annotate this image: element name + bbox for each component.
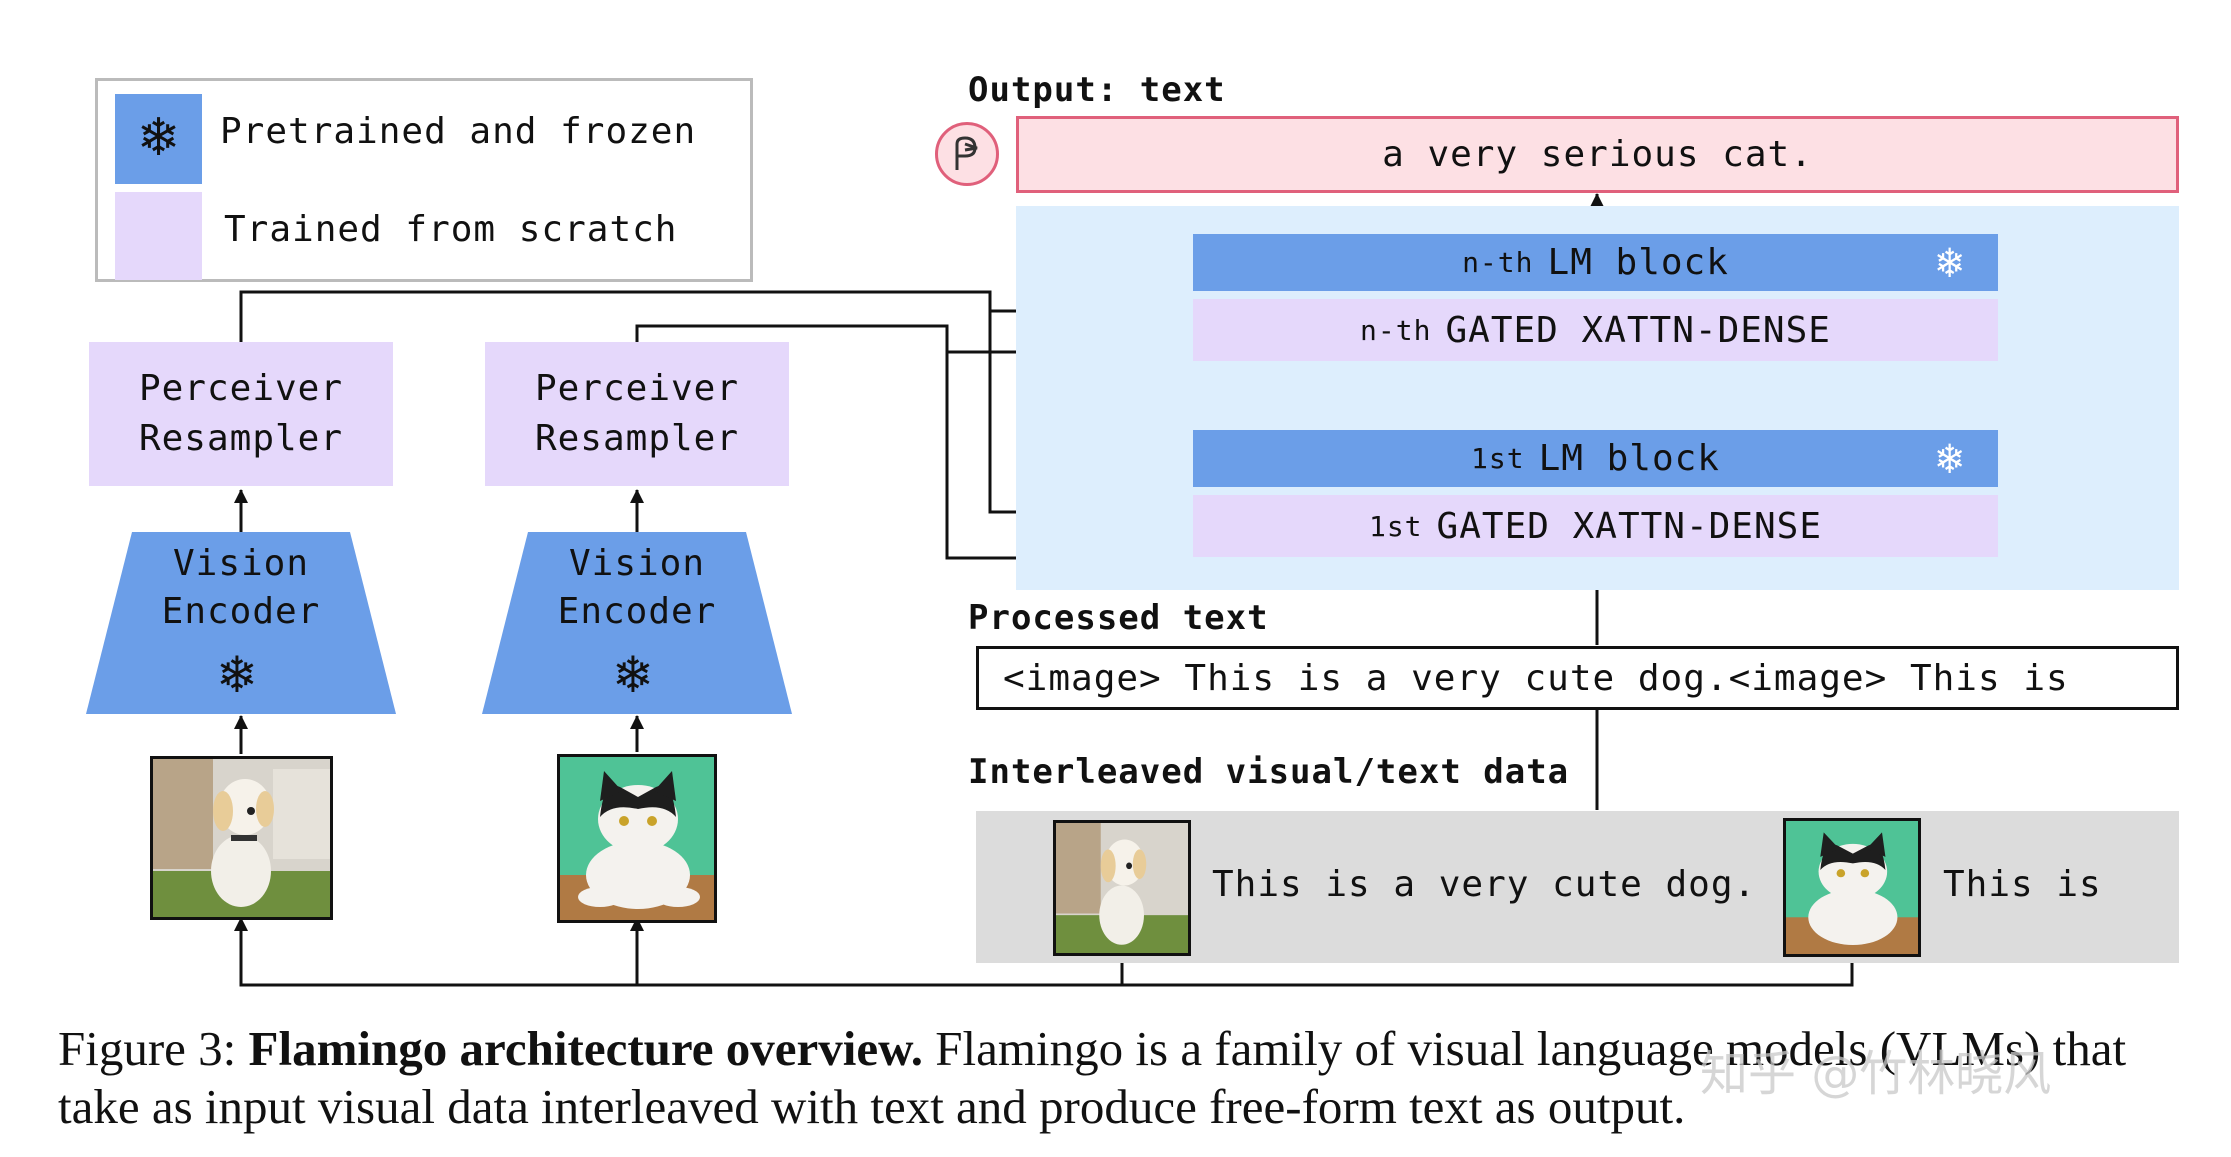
caption-figure-number: Figure 3:: [58, 1021, 237, 1076]
nth-gated-xattn-dense: n-th GATED XATTN-DENSE: [1193, 299, 1998, 361]
vision-encoder-mid: Vision Encoder: [557, 543, 717, 632]
caption-bold: Flamingo architecture overview.: [248, 1021, 924, 1076]
legend: ❄ Pretrained and frozen Trained from scr…: [95, 78, 753, 282]
flamingo-logo-icon: [935, 122, 999, 186]
vision-encoder-mid-shape: [482, 532, 792, 714]
nth-prefix: n-th: [1360, 313, 1432, 347]
first-lm-block: 1st LM block ❄: [1193, 430, 1998, 487]
interleaved-text-2: This is: [1943, 864, 2102, 905]
processed-text-box: <image> This is a very cute dog.<image> …: [976, 646, 2179, 710]
dog-photo: [150, 756, 333, 920]
cat-photo-small: [1783, 818, 1921, 957]
output-title: Output: text: [968, 70, 1226, 110]
processed-text-title: Processed text: [968, 598, 1269, 638]
vision-encoder-left: Vision Encoder: [161, 543, 321, 632]
snowflake-icon: ❄: [612, 647, 654, 703]
first-prefix: 1st: [1471, 442, 1525, 475]
snowflake-icon: ❄: [1936, 236, 1964, 288]
perceiver-resampler-mid: Perceiver Resampler: [485, 342, 789, 486]
vision-encoder-left-shape: [86, 532, 396, 714]
figure-caption: Figure 3: Flamingo architecture overview…: [58, 1020, 2208, 1136]
scratch-swatch: [115, 192, 202, 280]
dog-photo-small: [1053, 820, 1191, 956]
lm-block-label: LM block: [1547, 242, 1729, 283]
frozen-swatch: ❄: [115, 94, 202, 184]
interleaved-title: Interleaved visual/text data: [968, 752, 1570, 792]
cat-photo: [557, 754, 717, 923]
first-prefix: 1st: [1368, 509, 1423, 543]
nth-prefix: n-th: [1462, 246, 1534, 279]
snowflake-icon: ❄: [216, 647, 258, 703]
scratch-label: Trained from scratch: [224, 209, 678, 250]
watermark: 知乎 @竹林晓风: [1700, 1046, 2052, 1102]
lm-block-label: LM block: [1538, 438, 1720, 479]
perceiver-resampler-left: Perceiver Resampler: [89, 342, 393, 486]
output-text-box: a very serious cat.: [1016, 116, 2179, 193]
frozen-label: Pretrained and frozen: [220, 111, 697, 152]
nth-lm-block: n-th LM block ❄: [1193, 234, 1998, 291]
snowflake-icon: ❄: [136, 110, 181, 167]
caption-text: Flamingo is a family of visual language …: [58, 1021, 2127, 1134]
xattn-label: GATED XATTN-DENSE: [1445, 309, 1831, 351]
xattn-label: GATED XATTN-DENSE: [1436, 505, 1823, 547]
interleaved-text-1: This is a very cute dog.: [1212, 864, 1757, 905]
first-gated-xattn-dense: 1st GATED XATTN-DENSE: [1193, 495, 1998, 557]
snowflake-icon: ❄: [1936, 432, 1964, 484]
